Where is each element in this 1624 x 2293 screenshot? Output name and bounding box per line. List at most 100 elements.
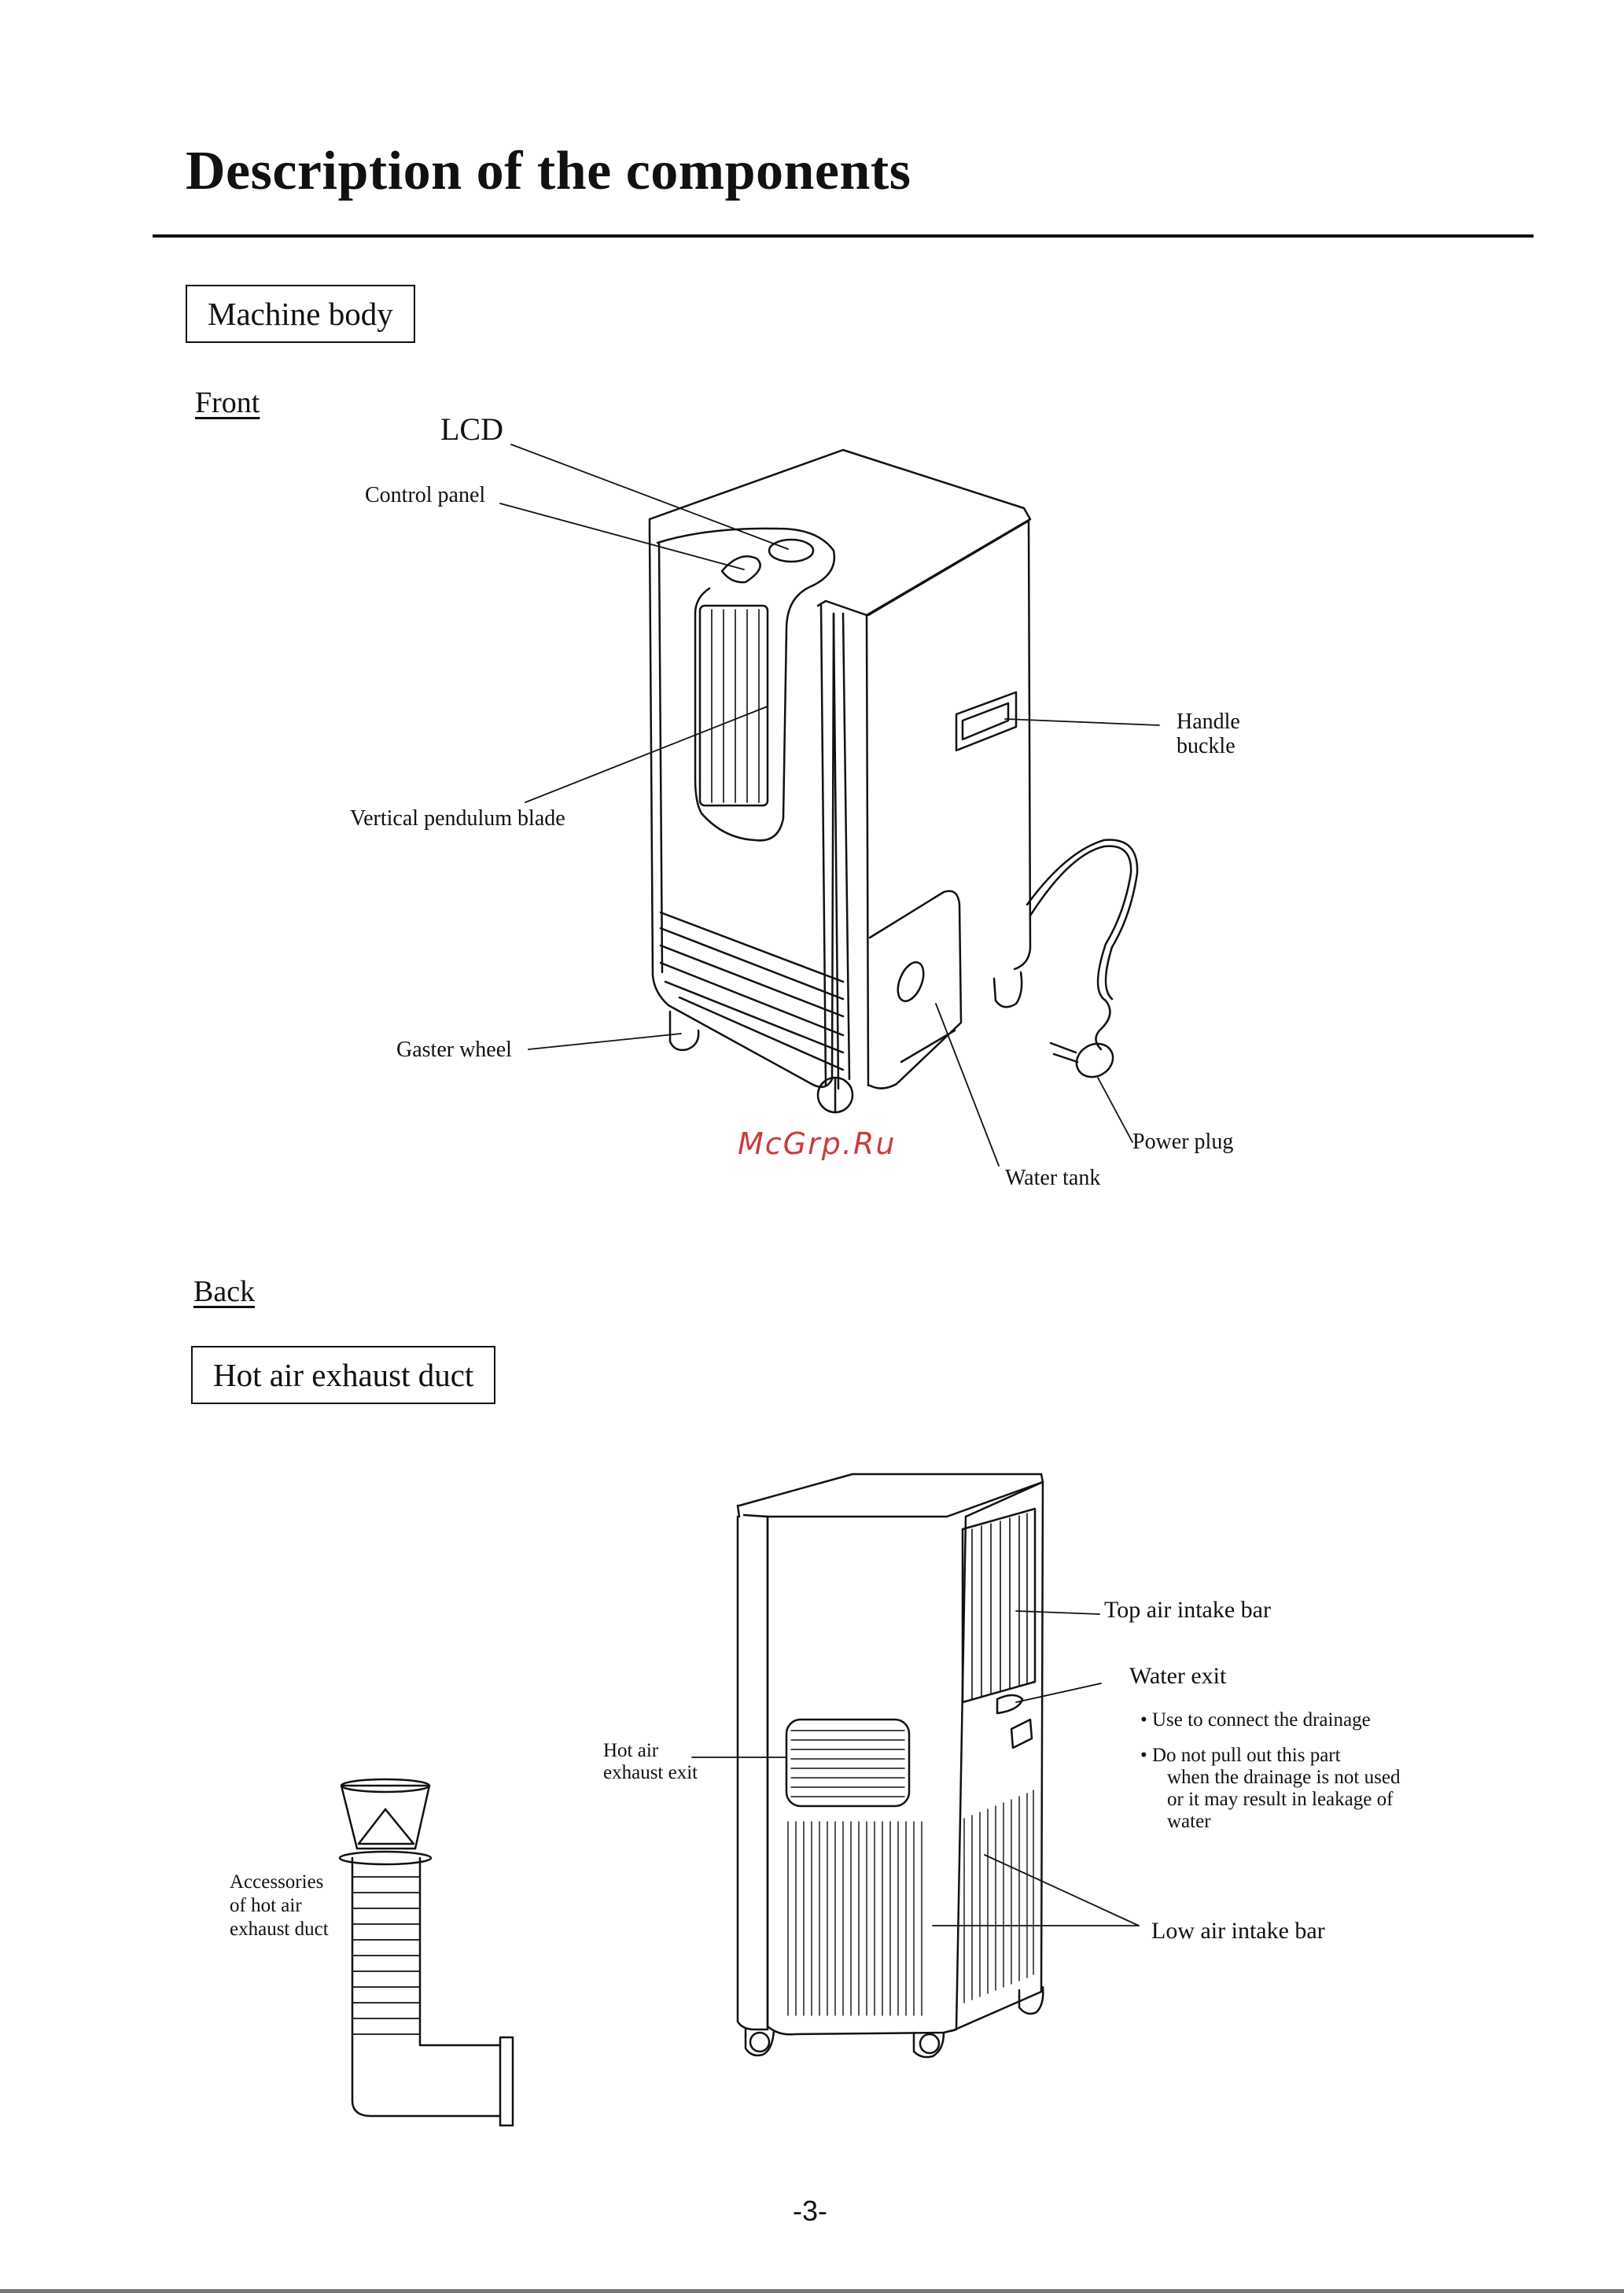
page-number: -3- [793, 2195, 827, 2227]
low-intake-leader-2 [985, 1855, 1139, 1926]
lcd-ellipse [769, 540, 813, 562]
hot-air-exhaust-exit-line-1: Hot air [603, 1740, 659, 1761]
accessories-line-2: of hot air [230, 1895, 302, 1916]
pendulum-blade-frame [700, 606, 768, 805]
front-left-face [650, 532, 834, 1087]
handle-buckle-slot [956, 692, 1016, 750]
front-grille-2 [661, 928, 843, 999]
back-caster-left [746, 2029, 774, 2055]
front-left-inner-edge [659, 543, 662, 972]
water-exit-note-5: water [1167, 1811, 1211, 1832]
lcd-label: LCD [440, 411, 503, 447]
front-grille-3 [661, 946, 843, 1016]
page-bottom-edge [0, 2289, 1624, 2293]
front-grille-1 [661, 912, 843, 982]
duct-nozzle-triangle [359, 1809, 414, 1844]
front-grille-6 [679, 997, 843, 1070]
water-tank-lower-edge [901, 1030, 955, 1062]
water-exit-note-2: • Do not pull out this part [1140, 1745, 1341, 1766]
pendulum-blade-leader [525, 706, 768, 802]
front-top-face [650, 450, 1030, 615]
water-exit-notes: • Use to connect the drainage • Do not p… [1140, 1709, 1400, 1833]
hot-air-exhaust-exit-label: Hot air exhaust exit [603, 1740, 698, 1784]
back-unit-drawing [738, 1474, 1043, 2057]
top-intake-slats [972, 1513, 1027, 1699]
back-caster-right [1019, 1987, 1043, 2014]
front-right-face [868, 521, 1030, 969]
duct-hose-ribs [352, 1877, 420, 2034]
water-exit-clip [1011, 1720, 1032, 1748]
front-dehumidifier-drawing [650, 450, 1137, 1112]
power-plug-leader [1098, 1078, 1132, 1142]
control-panel-label: Control panel [365, 483, 486, 507]
hot-air-exit-slats [791, 1731, 904, 1797]
pendulum-blade-slats [712, 610, 759, 802]
water-exit-leader [1016, 1683, 1101, 1702]
water-tank-label: Water tank [1005, 1166, 1101, 1190]
top-intake-frame [963, 1509, 1035, 1702]
power-plug-pins [1051, 1043, 1077, 1062]
back-left-column [738, 1517, 768, 2029]
handle-buckle-line-2: buckle [1177, 734, 1235, 758]
water-tank-panel [870, 891, 961, 1089]
back-leader-lines [692, 1611, 1139, 1926]
top-intake-leader [1016, 1611, 1099, 1614]
back-caster-mid-wheel [920, 2034, 939, 2053]
exhaust-duct-drawing [340, 1779, 513, 2125]
front-grille-5 [665, 982, 843, 1052]
back-caster-left-wheel [750, 2033, 769, 2052]
water-tank-leader [936, 1004, 999, 1166]
back-right-face [952, 1482, 1043, 2031]
front-handle [657, 529, 834, 841]
water-exit-label: Water exit [1129, 1663, 1227, 1689]
top-air-intake-bar-label: Top air intake bar [1104, 1597, 1271, 1623]
accessories-line-1: Accessories [230, 1871, 324, 1893]
power-plug-label: Power plug [1132, 1130, 1234, 1154]
water-tank-window [893, 959, 928, 1005]
water-exit-spout [997, 1695, 1022, 1713]
handle-buckle-label: Handle buckle [1177, 710, 1240, 758]
watermark: McGrp.Ru [738, 1126, 897, 1161]
duct-hose-body [352, 1858, 500, 2116]
lcd-leader [511, 444, 788, 549]
power-cord [1030, 846, 1131, 1049]
control-panel-leader [500, 503, 744, 570]
accessories-label: Accessories of hot air exhaust duct [230, 1871, 329, 1941]
page-title: Description of the components [186, 141, 911, 201]
handle-buckle-leader [1005, 719, 1159, 725]
title-rule [153, 234, 1534, 238]
hot-air-exhaust-exit-line-2: exhaust exit [603, 1762, 698, 1783]
back-top-left-edge [738, 1506, 739, 1517]
handle-buckle-line-1: Handle [1177, 710, 1240, 734]
power-plug-body [1070, 1038, 1119, 1084]
front-caster-left [670, 1012, 698, 1050]
hot-air-exhaust-duct-label: Hot air exhaust duct [191, 1346, 496, 1404]
front-side-pillar [821, 606, 868, 1089]
machine-body-label: Machine body [186, 285, 415, 343]
duct-end-flange [500, 2037, 513, 2125]
low-air-intake-bar-label: Low air intake bar [1151, 1918, 1325, 1944]
power-cord-inner [1027, 840, 1137, 999]
control-panel-shape [722, 556, 760, 582]
duct-ring [340, 1852, 431, 1864]
duct-nozzle [341, 1786, 429, 1849]
water-exit-note-3: when the drainage is not used [1167, 1767, 1401, 1788]
duct-nozzle-top [341, 1779, 429, 1792]
gaster-wheel-label: Gaster wheel [396, 1038, 512, 1062]
front-label: Front [195, 386, 260, 419]
low-intake-side-slats [964, 1790, 1033, 2003]
hot-air-exit-frame [786, 1720, 909, 1806]
vertical-pendulum-blade-label: Vertical pendulum blade [350, 806, 565, 831]
accessories-line-3: exhaust duct [230, 1919, 329, 1940]
back-main-face [768, 1517, 966, 2034]
low-intake-back-slats [788, 1822, 922, 2015]
front-leader-lines [500, 444, 1159, 1166]
back-caster-mid [914, 2033, 944, 2057]
front-caster-right [994, 972, 1022, 1007]
back-top-face [739, 1474, 1043, 1517]
back-label: Back [193, 1275, 256, 1308]
water-exit-note-1: • Use to connect the drainage [1140, 1709, 1371, 1731]
front-grille-4 [661, 963, 843, 1035]
water-exit-note-4: or it may result in leakage of [1167, 1789, 1394, 1810]
